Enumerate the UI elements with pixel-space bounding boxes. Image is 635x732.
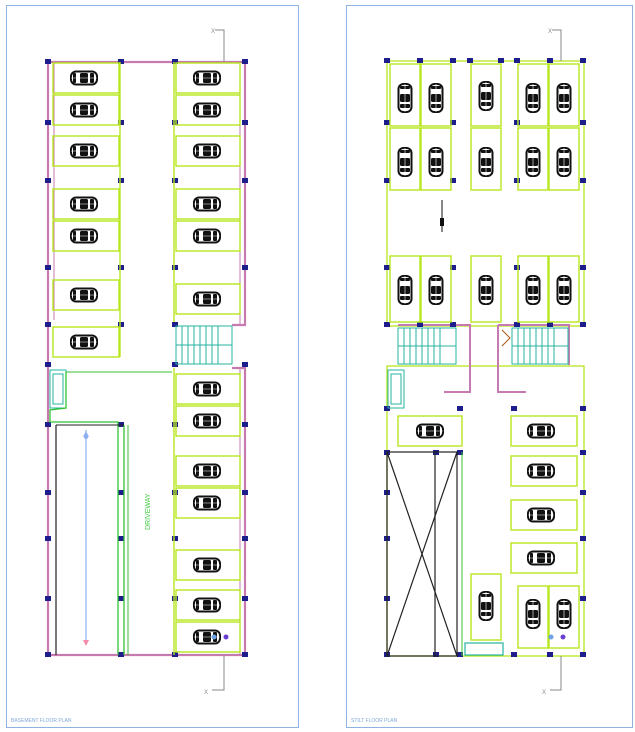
axis-mark: X <box>211 29 215 35</box>
axis-mark: X <box>204 690 208 696</box>
wall-outline <box>398 324 570 393</box>
staircase <box>49 325 233 409</box>
parking-bays <box>389 63 580 649</box>
axis-line <box>550 29 562 691</box>
parking-bays <box>52 62 241 655</box>
right-plan: X X <box>384 29 586 696</box>
axis-mark: X <box>548 29 552 35</box>
axis-mark: X <box>542 690 546 696</box>
sheet-title: BASEMENT FLOOR PLAN <box>11 718 72 724</box>
sheet-title: STILT FLOOR PLAN <box>351 718 398 724</box>
void-area <box>386 451 463 657</box>
driveway-label: DRIVEWAY <box>145 493 152 530</box>
column-markers <box>45 59 248 657</box>
driveway <box>49 371 172 655</box>
staircase <box>387 327 569 409</box>
entry-gate <box>464 642 504 656</box>
axis-line <box>212 29 225 691</box>
left-plan: DRIVEWAY X X <box>45 29 248 696</box>
